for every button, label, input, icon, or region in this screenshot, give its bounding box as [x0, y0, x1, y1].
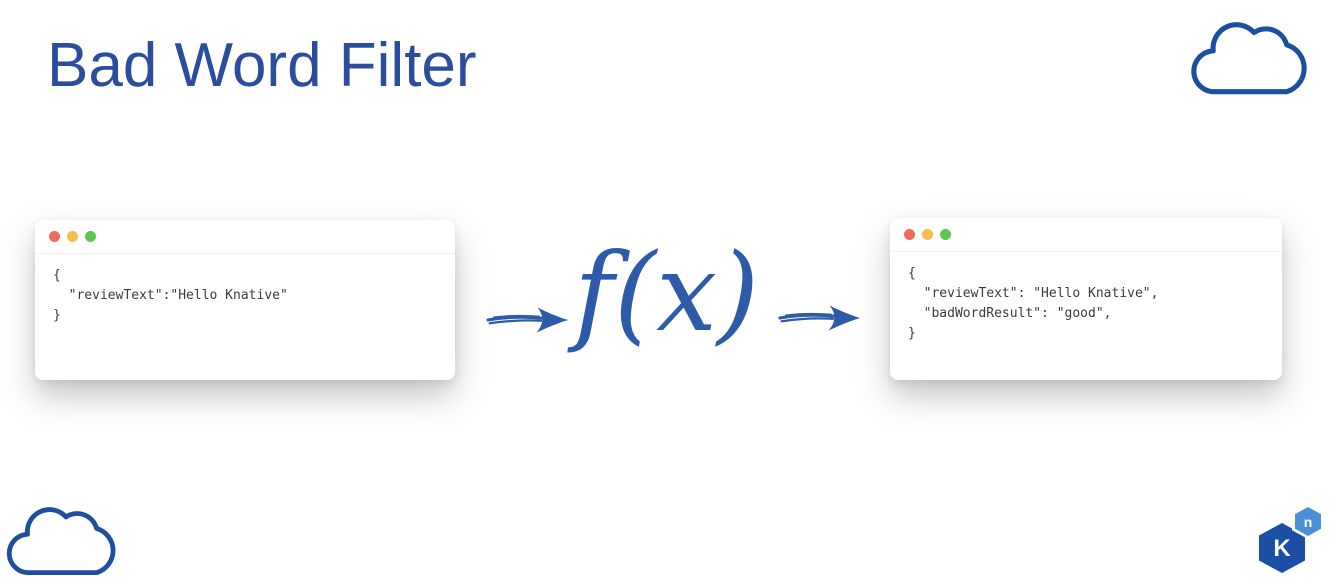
code-line: } — [53, 308, 61, 323]
code-line: { — [53, 268, 61, 283]
traffic-light-minimize-icon — [922, 229, 933, 240]
right-arrow-icon — [486, 307, 569, 333]
cloud-icon — [6, 507, 116, 576]
traffic-light-close-icon — [904, 229, 915, 240]
code-line: } — [908, 326, 916, 341]
traffic-light-close-icon — [49, 231, 60, 242]
window-titlebar — [890, 218, 1282, 252]
cloud-icon — [1191, 22, 1307, 95]
knative-logo: K n — [1259, 504, 1329, 573]
window-titlebar — [35, 220, 455, 254]
logo-hexagon-badge: n — [1295, 507, 1321, 536]
code-line: "badWordResult": "good", — [908, 306, 1112, 321]
function-label: f(x) — [574, 231, 760, 356]
right-arrow-icon — [778, 305, 861, 331]
input-code-window: { "reviewText":"Hello Knative" } — [35, 220, 455, 380]
traffic-light-maximize-icon — [940, 229, 951, 240]
input-code-block: { "reviewText":"Hello Knative" } — [35, 254, 455, 338]
code-line: { — [908, 266, 916, 281]
traffic-light-minimize-icon — [67, 231, 78, 242]
traffic-light-maximize-icon — [85, 231, 96, 242]
logo-letter-n: n — [1303, 513, 1313, 530]
logo-letter-k: K — [1273, 535, 1291, 562]
output-code-window: { "reviewText": "Hello Knative", "badWor… — [890, 218, 1282, 380]
code-line: "reviewText": "Hello Knative", — [908, 286, 1159, 301]
code-line: "reviewText":"Hello Knative" — [53, 288, 288, 303]
page-title: Bad Word Filter — [47, 31, 477, 100]
output-code-block: { "reviewText": "Hello Knative", "badWor… — [890, 252, 1282, 356]
